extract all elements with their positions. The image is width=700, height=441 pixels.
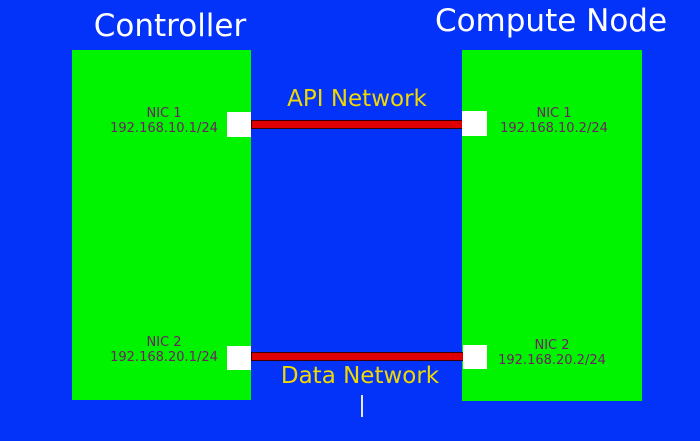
compute-nic1-label: NIC 1 192.168.10.2/24 — [500, 106, 608, 136]
compute-nic1-connector — [462, 111, 487, 136]
api-network-label: API Network — [287, 86, 427, 112]
controller-nic1-label: NIC 1 192.168.10.1/24 — [110, 106, 218, 136]
compute-node-title: Compute Node — [434, 3, 668, 39]
compute-nic2-connector — [463, 345, 487, 369]
data-network-label: Data Network — [280, 363, 440, 389]
controller-title: Controller — [93, 8, 247, 44]
compute-nic2-label: NIC 2 192.168.20.2/24 — [498, 338, 606, 368]
controller-node-box — [72, 50, 251, 400]
controller-nic1-connector — [227, 112, 251, 137]
nic-name: NIC 2 — [534, 338, 570, 353]
nic-ip: 192.168.20.2/24 — [498, 353, 606, 368]
nic-name: NIC 2 — [146, 335, 182, 350]
data-network-link — [251, 352, 464, 361]
text-cursor-mark — [361, 395, 363, 417]
compute-node-box — [462, 50, 642, 401]
controller-nic2-label: NIC 2 192.168.20.1/24 — [110, 335, 218, 365]
nic-ip: 192.168.10.2/24 — [500, 121, 608, 136]
nic-ip: 192.168.10.1/24 — [110, 121, 218, 136]
nic-ip: 192.168.20.1/24 — [110, 350, 218, 365]
nic-name: NIC 1 — [536, 106, 572, 121]
controller-nic2-connector — [227, 346, 251, 370]
nic-name: NIC 1 — [146, 106, 182, 121]
api-network-link — [251, 120, 463, 129]
